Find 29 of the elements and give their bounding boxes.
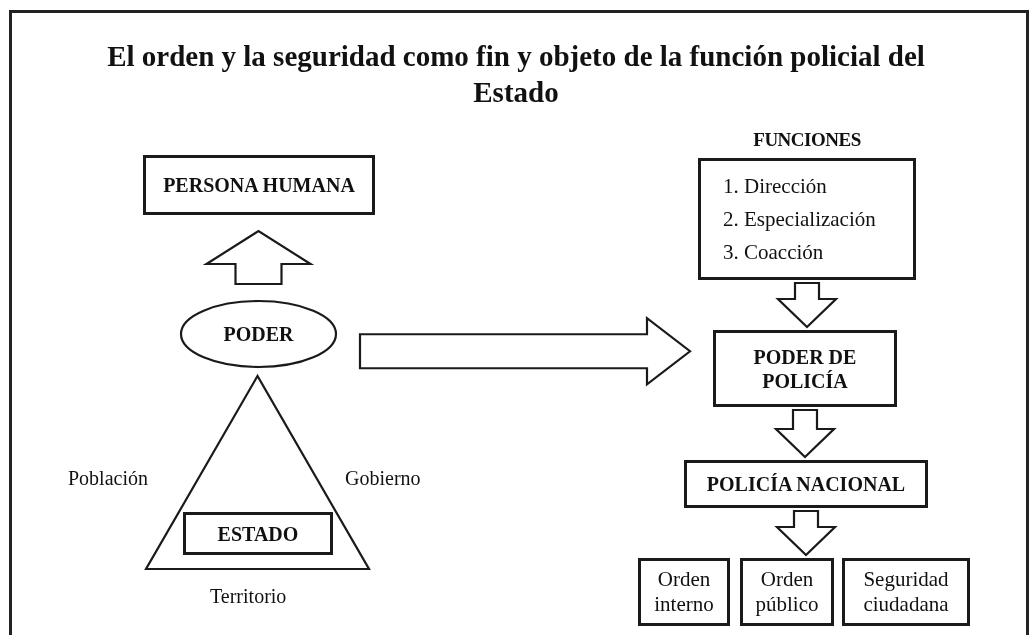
block-arrow xyxy=(774,509,838,557)
node-label: Orden público xyxy=(754,567,820,617)
oval-label xyxy=(180,300,337,368)
side-label: Población xyxy=(68,467,148,490)
list-item: 1. Dirección xyxy=(723,173,827,199)
block-arrow xyxy=(773,408,837,459)
label-box xyxy=(740,558,834,626)
block-arrow xyxy=(202,229,315,286)
node-label: ESTADO xyxy=(217,521,299,546)
label-box xyxy=(638,558,730,626)
node-label: POLICÍA NACIONAL xyxy=(706,472,906,496)
node-label: PODER xyxy=(223,322,294,346)
heading: FUNCIONES xyxy=(752,128,862,152)
label-box xyxy=(684,460,928,508)
block-arrow xyxy=(358,316,692,387)
list-item: 2. Especialización xyxy=(723,206,876,232)
label-box xyxy=(143,155,375,215)
label-box xyxy=(183,512,333,555)
label-box xyxy=(842,558,970,626)
node-label: Orden interno xyxy=(653,567,715,617)
node-label: PODER DE POLICÍA xyxy=(752,344,858,393)
title: El orden y la seguridad como fin y objeto de la función policial del Estado xyxy=(106,39,926,110)
node-label: Seguridad ciudadana xyxy=(862,567,950,617)
node-label: PERSONA HUMANA xyxy=(163,173,355,197)
list-item: 3. Coacción xyxy=(723,239,824,265)
label-box xyxy=(713,330,897,407)
side-label: Territorio xyxy=(210,585,287,608)
side-label: Gobierno xyxy=(345,467,421,490)
block-arrow xyxy=(775,281,839,329)
